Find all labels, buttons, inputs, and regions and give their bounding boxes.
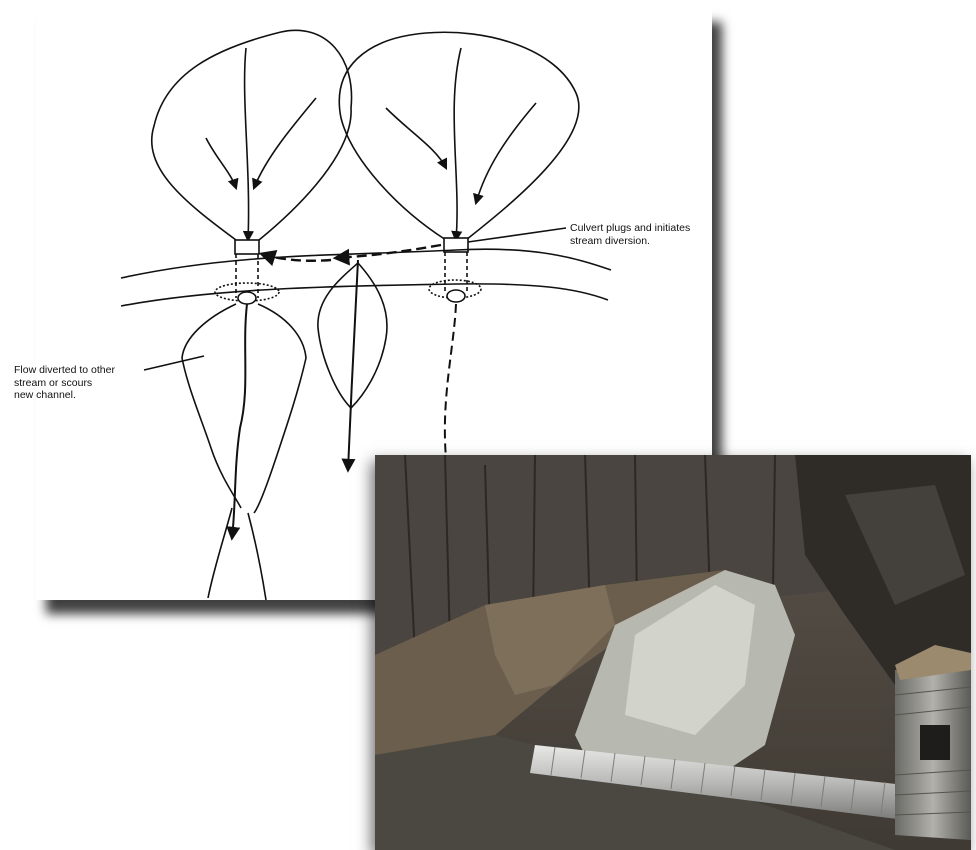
flow-label: Flow diverted to other stream or scours …	[14, 364, 144, 402]
left-watershed	[152, 30, 352, 240]
washed-out-road-photo	[375, 455, 971, 850]
right-watershed	[339, 32, 579, 240]
culvert-photo	[375, 455, 971, 850]
road-edge-bottom	[121, 284, 608, 306]
culvert-label: Culvert plugs and initiates stream diver…	[570, 222, 710, 247]
left-culvert-outlet	[238, 292, 256, 304]
outflow-path	[445, 304, 456, 458]
left-culvert-inlet	[235, 240, 259, 254]
right-culvert-outlet	[447, 290, 465, 302]
